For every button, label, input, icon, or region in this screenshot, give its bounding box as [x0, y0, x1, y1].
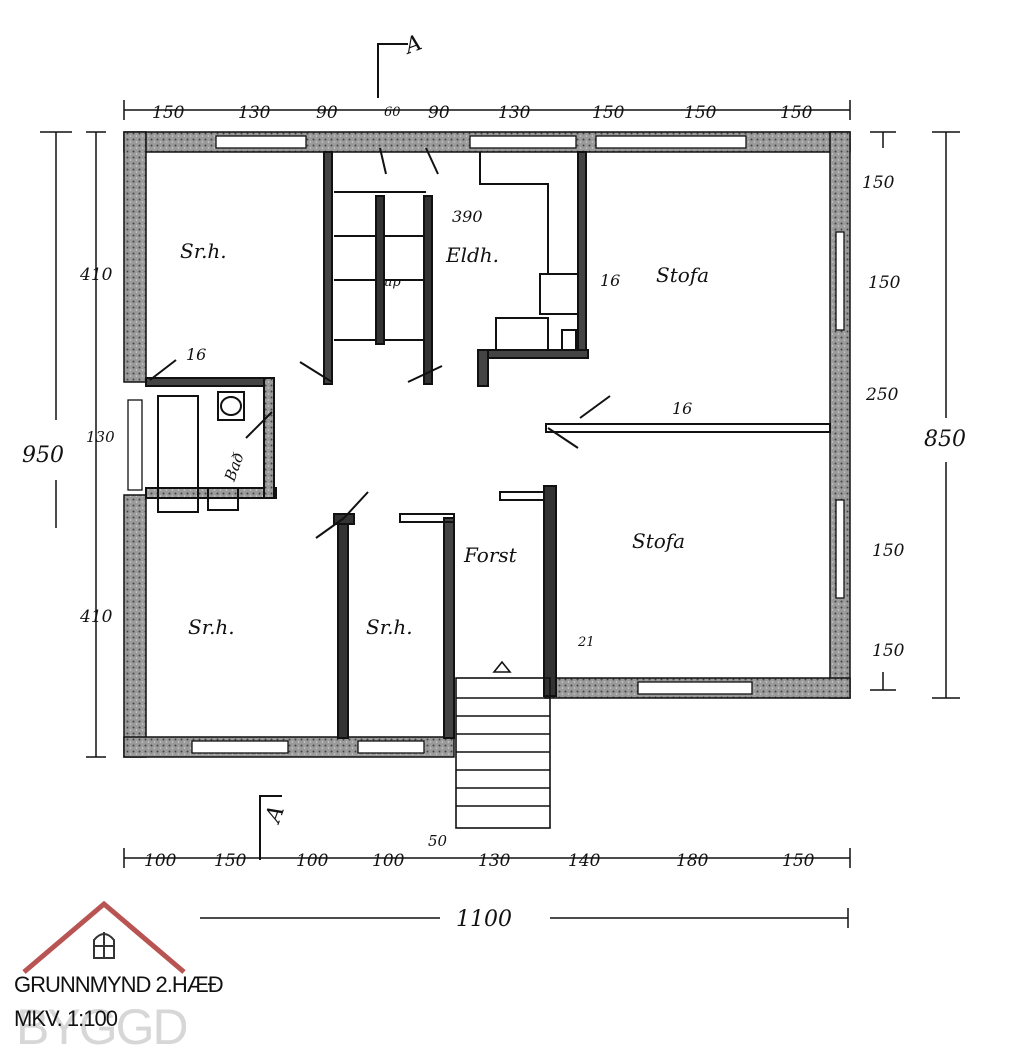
drawing-scale: MKV. 1:100 — [14, 1006, 118, 1031]
room-bedroom-bottom-mid: Sr.h. — [366, 615, 413, 639]
dim-bottom: 180 — [676, 851, 709, 871]
note-21: 21 — [577, 635, 595, 650]
dim-right: 150 — [872, 541, 905, 561]
room-hall: Forst — [463, 543, 518, 567]
total-right: 850 — [924, 427, 966, 452]
dim-right: 150 — [862, 173, 895, 193]
note-16: 16 — [186, 345, 206, 364]
note-16: 16 — [600, 271, 620, 290]
dim-top: 90 — [428, 103, 450, 123]
dim-bottom: 150 — [782, 851, 815, 871]
dim-left: 410 — [79, 607, 113, 627]
room-bedroom-bottom-left: Sr.h. — [188, 615, 235, 639]
note-390: 390 — [452, 207, 483, 226]
dim-top: 130 — [238, 103, 271, 123]
dim-top: 150 — [684, 103, 717, 123]
dim-bottom: 100 — [144, 851, 177, 871]
right-dimension-labels: 150 150 250 150 150 850 — [862, 173, 966, 661]
section-marker-top: A — [400, 30, 425, 60]
dim-top: 90 — [316, 103, 338, 123]
dim-bottom: 140 — [568, 851, 601, 871]
note-16: 16 — [672, 399, 692, 418]
dim-top: 150 — [152, 103, 185, 123]
room-living-bottom: Stofa — [632, 529, 685, 553]
dim-top: 60 — [384, 105, 401, 120]
interior-walls — [145, 151, 831, 739]
entrance-stair — [455, 660, 551, 829]
section-lines — [259, 43, 408, 860]
dim-left: 410 — [79, 265, 113, 285]
room-bedroom-top: Sr.h. — [180, 239, 227, 263]
note-50: 50 — [428, 832, 448, 850]
drawing-title: GRUNNMYND 2.HÆÐ — [14, 972, 224, 997]
window-icon — [93, 932, 115, 959]
room-kitchen: Eldh. — [445, 243, 499, 267]
brand-logo-text: BYGGD — [16, 999, 186, 1048]
dim-top: 130 — [498, 103, 531, 123]
dim-bottom: 130 — [478, 851, 511, 871]
bottom-dimension-labels: 100 150 100 100 130 140 180 150 1100 — [144, 851, 815, 932]
top-dimension-labels: 150 130 90 60 90 130 150 150 150 — [152, 103, 813, 123]
dim-bottom: 100 — [372, 851, 405, 871]
left-dimension-labels: 410 130 410 950 — [22, 265, 115, 627]
dim-bottom: 150 — [214, 851, 247, 871]
dim-top: 150 — [592, 103, 625, 123]
dim-top: 150 — [780, 103, 813, 123]
annotation-labels: 390 16 16 16 21 50 A A — [186, 30, 692, 850]
doors — [149, 147, 611, 539]
room-living-top: Stofa — [656, 263, 709, 287]
exterior-walls — [123, 131, 851, 758]
windows — [127, 135, 845, 754]
dim-right: 250 — [865, 385, 899, 405]
dim-bottom: 100 — [296, 851, 329, 871]
stair-label: up — [384, 275, 401, 290]
total-left: 950 — [22, 443, 64, 468]
room-bath: Bað — [221, 450, 248, 484]
dim-right: 150 — [872, 641, 905, 661]
dim-left: 130 — [86, 428, 115, 446]
section-marker-bottom: A — [260, 802, 290, 827]
byggd-logo: BYGGD — [16, 900, 186, 1048]
dimension-lines — [40, 100, 960, 928]
room-labels: Sr.h. Eldh. Stofa Bað Stofa Sr.h. Sr.h. … — [180, 239, 709, 639]
dim-right: 150 — [868, 273, 901, 293]
house-roof-icon — [22, 900, 186, 974]
total-width: 1100 — [456, 907, 512, 932]
